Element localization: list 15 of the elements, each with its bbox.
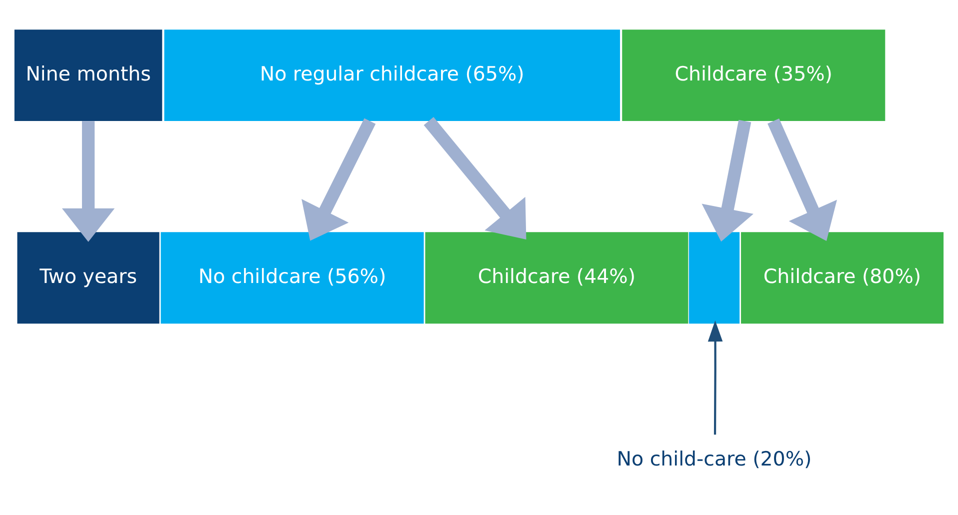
node-box: Nine months — [14, 30, 162, 122]
node-box: Two years — [17, 232, 160, 324]
node-box: No childcare (56%) — [160, 232, 424, 324]
node-box: Childcare (35%) — [622, 30, 886, 122]
node-box: Childcare (80%) — [740, 232, 944, 324]
node-box — [688, 232, 740, 324]
node-box: Childcare (44%) — [425, 232, 688, 324]
arrow — [702, 120, 754, 242]
node-text: No child-care (20%) — [616, 447, 812, 470]
arrow — [424, 117, 526, 240]
node-box: No regular childcare (65%) — [164, 30, 620, 122]
arrow — [302, 118, 376, 241]
arrow — [768, 118, 837, 241]
arrow — [708, 320, 723, 435]
arrow — [62, 121, 115, 242]
